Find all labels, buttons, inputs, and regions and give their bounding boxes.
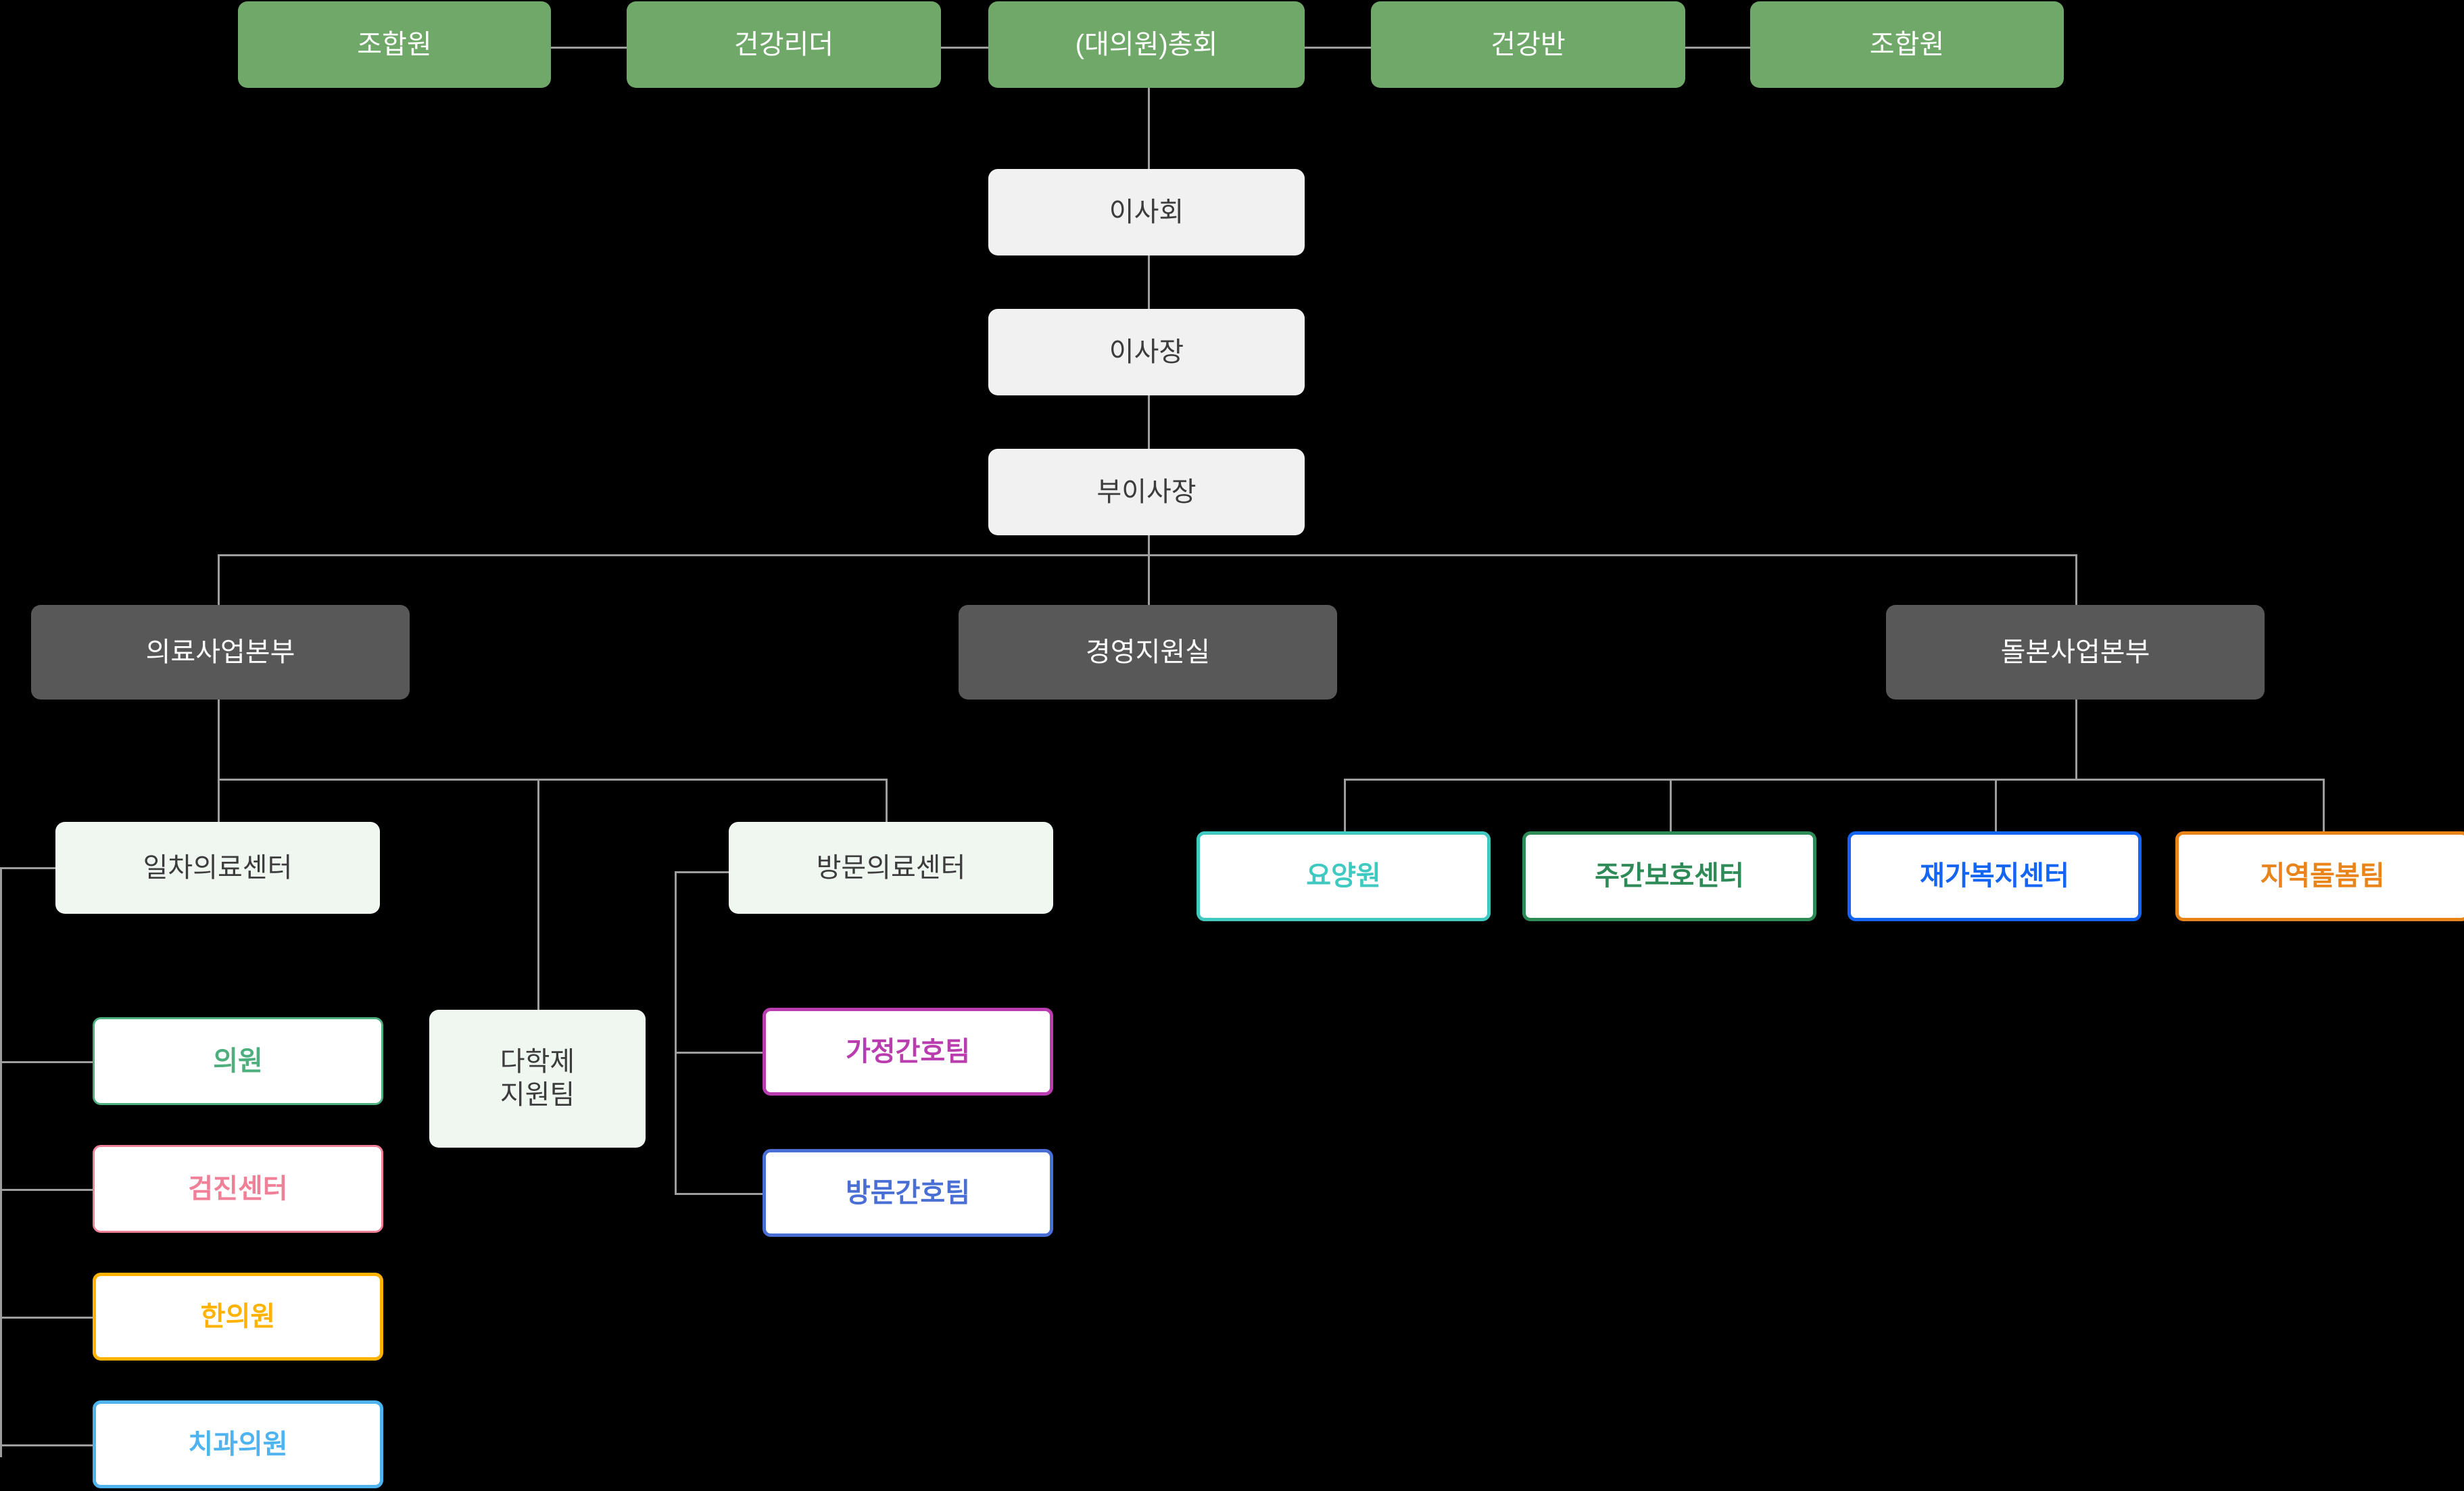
assembly-node-general-assembly[interactable]: (대의원)총회: [988, 1, 1305, 88]
connector-clinic-2: [0, 1189, 93, 1191]
division-node-medical[interactable]: 의료사업본부: [31, 605, 410, 700]
care-node-community-care-team[interactable]: 지역돌봄팀: [2175, 831, 2464, 921]
connector-assembly-board: [1148, 88, 1150, 169]
assembly-node-health-group[interactable]: 건강반: [1371, 1, 1685, 88]
visiting-team-node-visiting-nursing[interactable]: 방문간호팀: [763, 1149, 1053, 1237]
connector-vice-bus: [1148, 535, 1150, 556]
division-node-care[interactable]: 돌본사업본부: [1886, 605, 2265, 700]
care-node-home-welfare-center[interactable]: 재가복지센터: [1847, 831, 2142, 921]
center-node-multidisciplinary-team[interactable]: 다학제 지원팀: [429, 1010, 646, 1148]
connector-board-chairman: [1148, 255, 1150, 310]
connector-bus-care-2: [1670, 779, 1672, 831]
governance-node-board[interactable]: 이사회: [988, 169, 1305, 255]
connector-bus-care-1: [1344, 779, 1346, 831]
clinic-node-clinic[interactable]: 의원: [93, 1017, 383, 1105]
care-node-day-care-center[interactable]: 주간보호센터: [1522, 831, 1816, 921]
center-node-visiting-medical[interactable]: 방문의료센터: [729, 822, 1053, 914]
connector-bus-medical: [218, 554, 220, 605]
connector-clinic-3: [0, 1317, 93, 1319]
connector-bus-multidisciplinary: [537, 779, 539, 1010]
governance-node-chairman[interactable]: 이사장: [988, 309, 1305, 395]
assembly-node-health-leader[interactable]: 건강리더: [627, 1, 941, 88]
division-node-admin[interactable]: 경영지원실: [959, 605, 1337, 700]
assembly-node-member-right[interactable]: 조합원: [1750, 1, 2064, 88]
connector-care-down: [2075, 700, 2077, 779]
connector-care-bus: [1344, 779, 2324, 781]
connector-medical-down: [218, 700, 220, 779]
connector-assembly-3: [1305, 47, 1371, 49]
clinic-node-korean-medicine[interactable]: 한의원: [93, 1273, 383, 1361]
center-node-primary-care[interactable]: 일차의료센터: [55, 822, 380, 914]
connector-clinic-4: [0, 1444, 93, 1446]
connector-bus-care-4: [2323, 779, 2325, 831]
connector-division-bus: [218, 554, 2075, 556]
clinic-node-dental[interactable]: 치과의원: [93, 1400, 383, 1488]
care-node-nursing-home[interactable]: 요양원: [1197, 831, 1491, 921]
connector-bus-admin: [1148, 554, 1150, 605]
connector-clinics-rail: [0, 867, 2, 1457]
governance-node-vice-chairman[interactable]: 부이사장: [988, 449, 1305, 535]
connector-assembly-2: [941, 47, 988, 49]
clinic-node-checkup-center[interactable]: 검진센터: [93, 1145, 383, 1233]
connector-visiting-rail-top: [675, 871, 729, 873]
connector-visiting-rail: [675, 871, 677, 1195]
connector-chairman-vice: [1148, 395, 1150, 449]
connector-assembly-1: [551, 47, 627, 49]
connector-assembly-4: [1685, 47, 1750, 49]
connector-primary-rail: [0, 867, 55, 869]
connector-medical-bus: [218, 779, 887, 781]
connector-bus-care-3: [1995, 779, 1997, 831]
connector-bus-care: [2075, 554, 2077, 605]
connector-clinic-1: [0, 1061, 93, 1063]
connector-visiting-team-1: [675, 1052, 763, 1054]
assembly-node-member-left[interactable]: 조합원: [238, 1, 551, 88]
connector-visiting-team-2: [675, 1193, 763, 1195]
visiting-team-node-home-nursing[interactable]: 가정간호팀: [763, 1008, 1053, 1096]
